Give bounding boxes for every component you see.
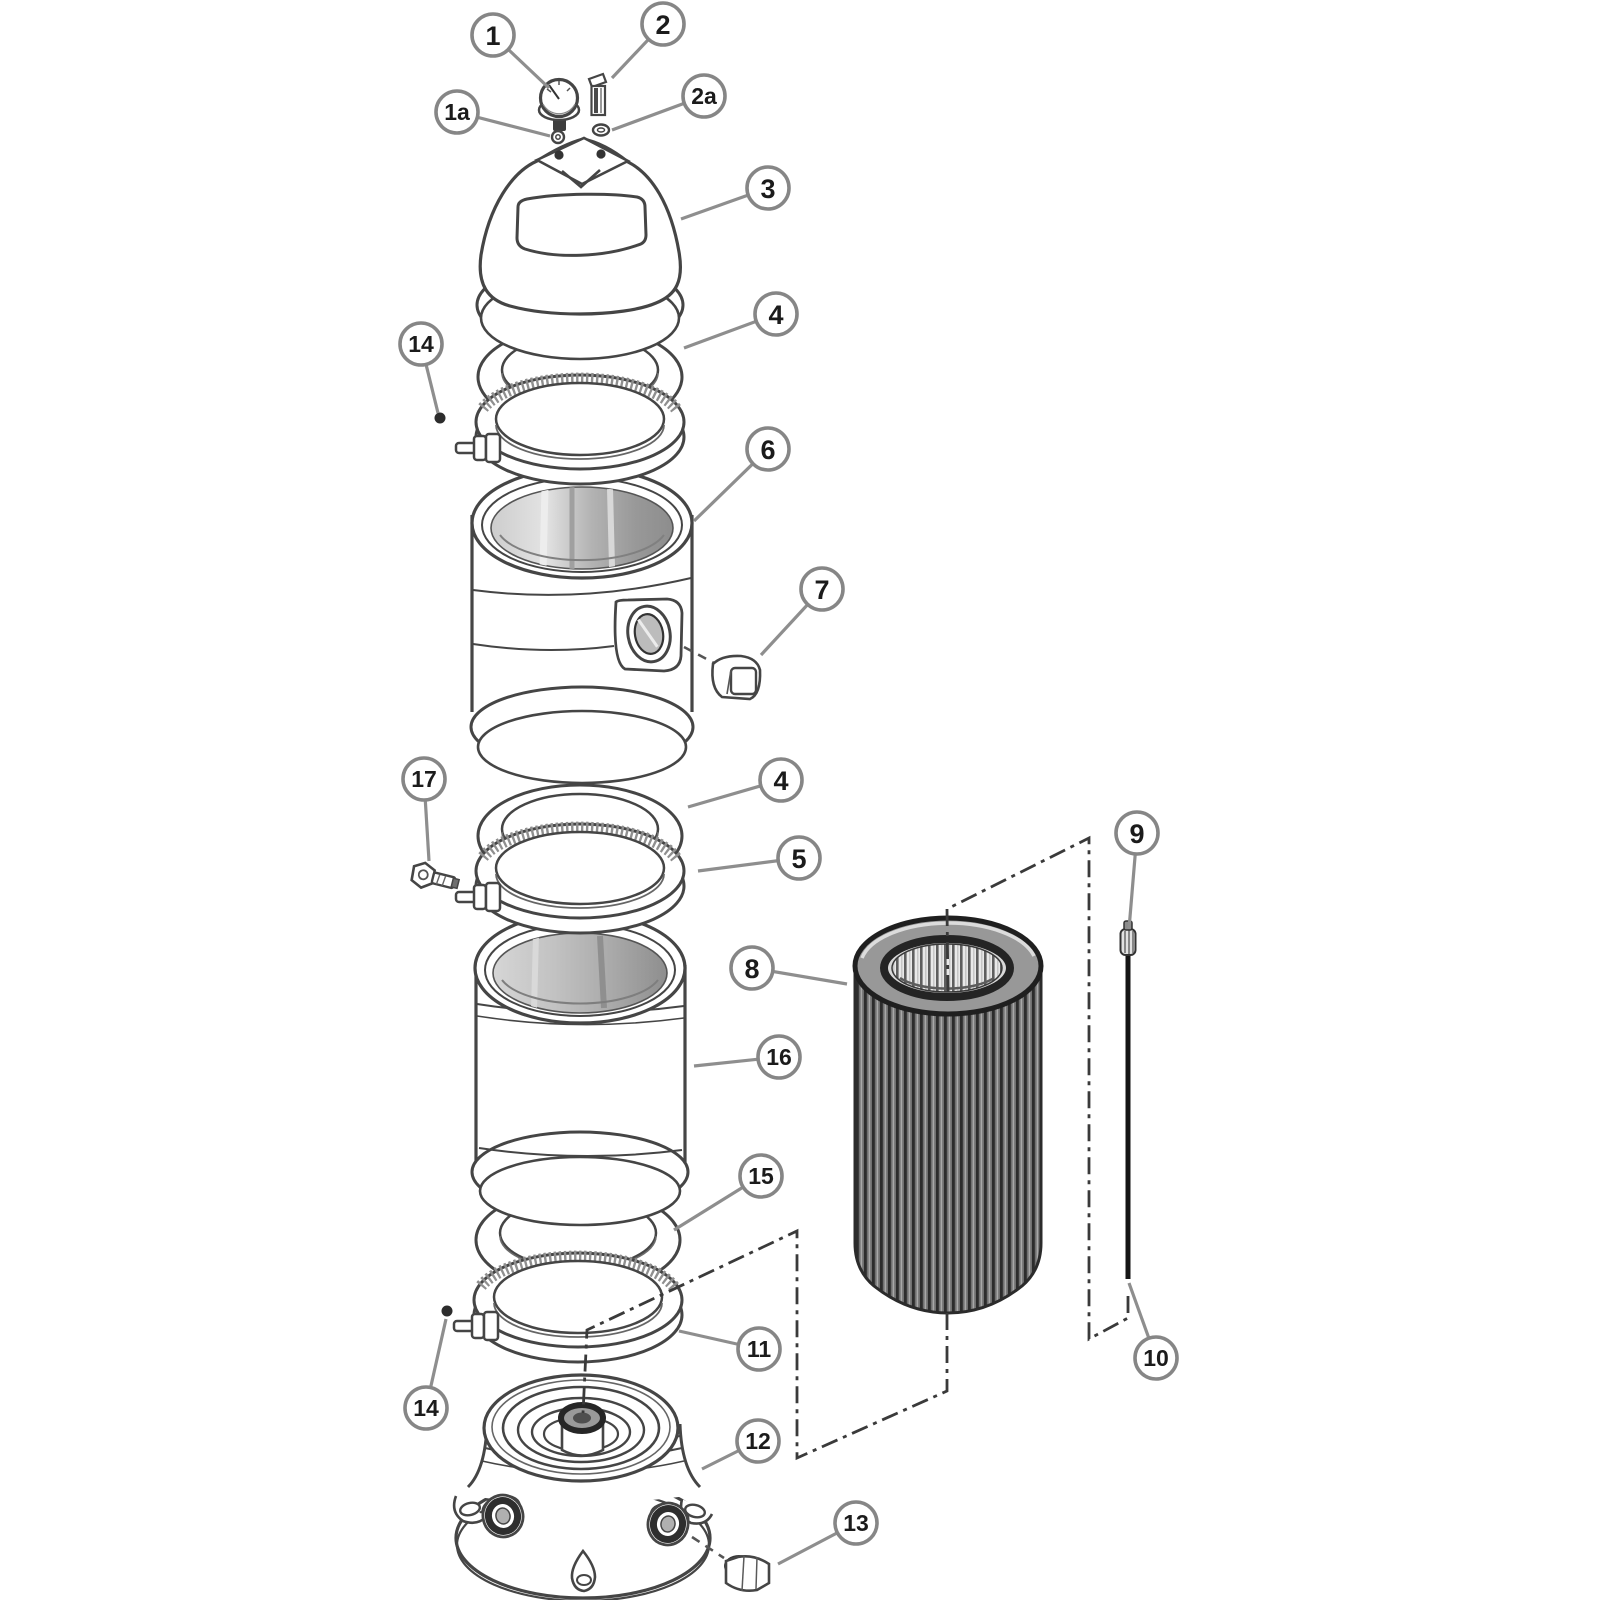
callout-2a: 2a <box>681 73 727 119</box>
callout-1a: 1a <box>434 89 480 135</box>
callout-13: 13 <box>833 1500 879 1546</box>
lower-tank-body <box>470 911 690 1227</box>
callout-2: 2 <box>640 1 686 47</box>
svg-text:2a: 2a <box>691 83 717 109</box>
base-port-right <box>646 1501 690 1547</box>
svg-text:11: 11 <box>747 1336 772 1362</box>
callout-5: 5 <box>776 835 822 881</box>
callout-14-bottom: 14 <box>403 1385 449 1431</box>
callout-16: 16 <box>756 1034 802 1080</box>
svg-text:17: 17 <box>411 766 437 792</box>
callout-9: 9 <box>1114 810 1160 856</box>
clamp-bolt <box>410 861 461 890</box>
callout-4-top: 4 <box>753 291 799 337</box>
callouts: 1 2 1a 2a 3 4 14 6 7 17 4 5 8 9 16 15 11… <box>398 1 1179 1546</box>
svg-text:3: 3 <box>760 174 775 204</box>
standpipe <box>1119 920 1137 1279</box>
filter-base <box>452 1373 714 1600</box>
air-relief-valve <box>587 72 608 117</box>
upper-tank-body <box>469 466 695 785</box>
svg-text:8: 8 <box>744 954 759 984</box>
svg-text:14: 14 <box>408 331 434 357</box>
alignment-line-base <box>581 1228 949 1461</box>
clamp-bolt-dot-lower <box>441 1305 453 1317</box>
callout-15: 15 <box>738 1153 784 1199</box>
gauge-oring <box>550 129 566 145</box>
svg-text:2: 2 <box>655 10 670 40</box>
callout-14-top: 14 <box>398 321 444 367</box>
callout-10: 10 <box>1133 1335 1179 1381</box>
callout-7: 7 <box>799 566 845 612</box>
drain-plug-side <box>683 645 762 701</box>
svg-text:1a: 1a <box>444 99 470 125</box>
callout-3: 3 <box>745 165 791 211</box>
band-clamp-bottom <box>454 1253 682 1362</box>
svg-text:4: 4 <box>768 300 783 330</box>
dome-lid <box>475 136 685 361</box>
svg-text:12: 12 <box>745 1428 771 1454</box>
svg-text:5: 5 <box>791 844 806 874</box>
base-drain-plug <box>691 1535 771 1592</box>
callout-11: 11 <box>736 1326 782 1372</box>
base-port-left <box>481 1493 525 1539</box>
svg-text:10: 10 <box>1143 1345 1169 1371</box>
svg-text:15: 15 <box>748 1163 774 1189</box>
valve-oring <box>591 123 611 137</box>
svg-text:7: 7 <box>814 575 829 605</box>
callout-6: 6 <box>745 426 791 472</box>
tank-port <box>626 604 672 664</box>
svg-text:4: 4 <box>773 766 788 796</box>
clamp-bolt-dot-upper <box>434 412 446 424</box>
callout-17: 17 <box>401 756 447 802</box>
tank-opening <box>490 486 674 570</box>
filter-cartridge <box>852 915 1044 1315</box>
svg-text:6: 6 <box>760 435 775 465</box>
alignment-line-cartridge <box>945 835 1130 1342</box>
callout-1: 1 <box>470 12 516 58</box>
tank-opening-lower <box>492 932 668 1014</box>
pressure-gauge <box>537 77 581 131</box>
callout-8: 8 <box>729 945 775 991</box>
svg-text:16: 16 <box>766 1044 792 1070</box>
svg-text:13: 13 <box>843 1510 869 1536</box>
svg-text:14: 14 <box>413 1395 439 1421</box>
lid-label-recess <box>515 192 648 257</box>
svg-text:9: 9 <box>1129 819 1144 849</box>
svg-text:1: 1 <box>485 21 500 51</box>
callout-12: 12 <box>735 1418 781 1464</box>
callout-4-mid: 4 <box>758 757 804 803</box>
